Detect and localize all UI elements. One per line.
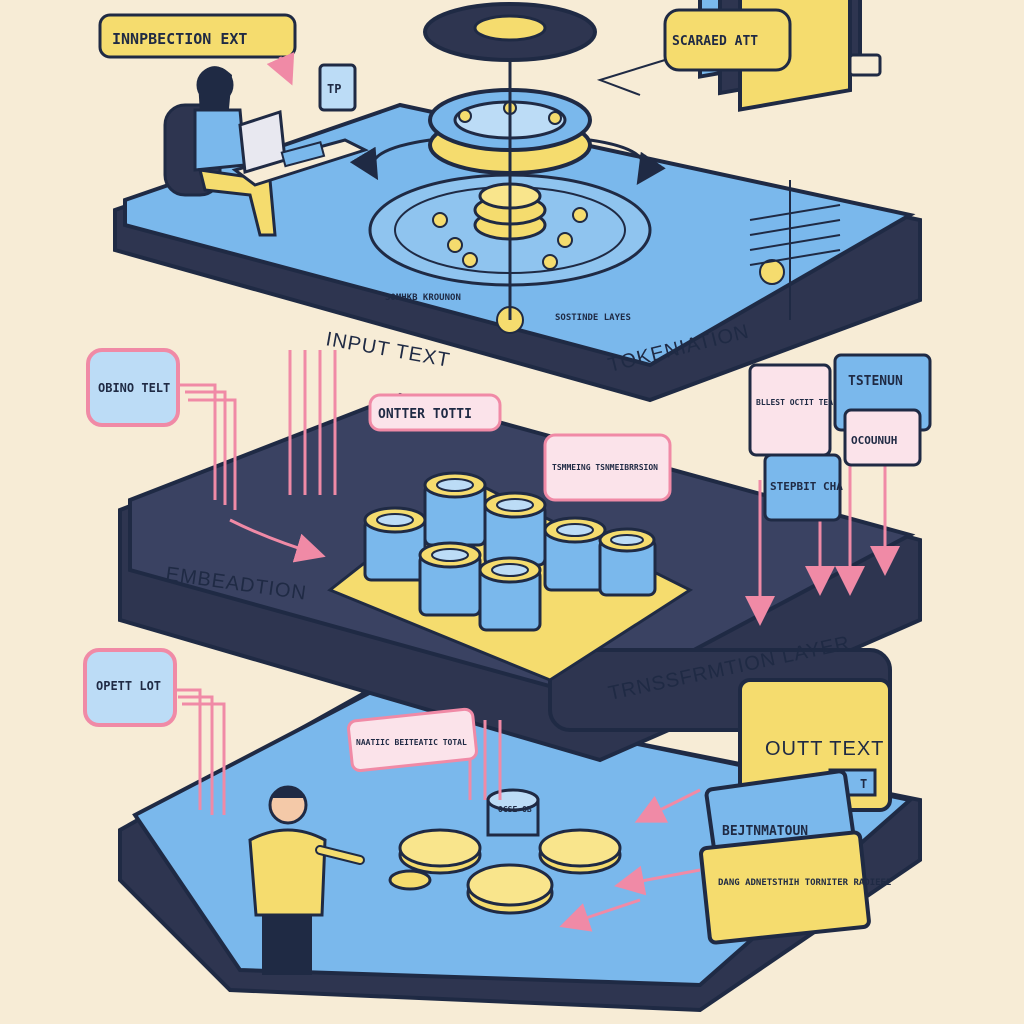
dang-box	[699, 830, 871, 945]
t-tag-label: T	[860, 777, 867, 791]
presenter-person	[248, 785, 365, 975]
obino-text: OBINO TELT	[98, 381, 170, 395]
ontter-text: ONTTER TOTTI	[378, 407, 472, 422]
nattic-text: NAATIIC BEITEATIC TOTAL	[356, 738, 467, 747]
pink-pipes	[175, 350, 900, 932]
bejtnmatoun-text: BEJTNMATOUN	[722, 824, 808, 839]
ontter-box	[368, 393, 502, 432]
scared-callout	[596, 8, 792, 96]
obino-box	[86, 348, 180, 427]
tstenun-text: TSTENUN	[848, 374, 903, 389]
stepbit-card	[763, 453, 842, 522]
output-token-label: OCSE OB	[498, 805, 532, 814]
tsmmeing-text: TSMMEING TSNMEIBRRSION	[552, 463, 658, 472]
stepbit-text: STEPBIT CHA	[770, 480, 843, 493]
tip-tag	[318, 63, 357, 112]
bleest-text: BLLEST OCTIT TEAT	[756, 398, 838, 407]
opett-box	[83, 648, 177, 727]
output-token-coins	[388, 788, 622, 915]
inspection-text: INNPBECTION EXT	[112, 30, 247, 48]
nattic-box	[347, 707, 478, 773]
output-text-label: OUTT TEXT	[765, 738, 884, 760]
dang-text: DANG ADNETSTHIH TORNITER RAOIEEE	[718, 878, 891, 888]
ocounuh-text: OCOUNUH	[851, 434, 897, 447]
scared-text: SCARAED ATT	[672, 34, 758, 49]
seated-person	[163, 66, 369, 237]
ocounuh-card	[843, 408, 922, 467]
tip-tag-label: TP	[327, 82, 341, 96]
top-caption-right: SOSTINDE LAYES	[555, 313, 631, 323]
opett-text: OPETT LOT	[96, 679, 161, 693]
tokenizer-rings	[349, 2, 785, 334]
tsmmeing-box	[543, 433, 672, 502]
attention-cylinders	[327, 471, 694, 682]
bleest-card	[748, 363, 832, 457]
top-caption-left: SOMHKB KROUNON	[385, 293, 461, 303]
inspection-callout	[98, 13, 297, 86]
